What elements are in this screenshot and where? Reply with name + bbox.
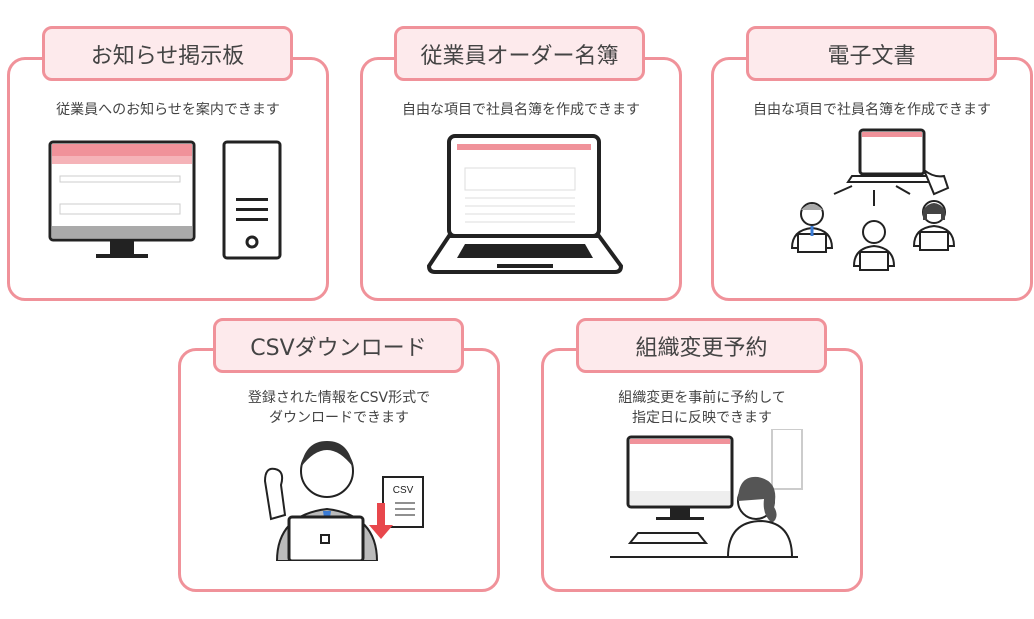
csv-badge: CSV	[393, 485, 414, 496]
monitor-and-server-icon	[48, 140, 282, 260]
feature-title-employee-roster: 従業員オーダー名簿	[394, 26, 645, 81]
laptop-icon	[426, 134, 624, 274]
feature-title-electronic-documents: 電子文書	[746, 26, 997, 81]
csv-download-icon: CSV	[263, 441, 424, 561]
feature-description-line: 登録された情報をCSV形式で	[247, 390, 431, 406]
feature-description: 自由な項目で社員名簿を作成できます	[402, 102, 640, 118]
document-sharing-icon	[790, 128, 956, 271]
feature-description: 組織変更を事前に予約して 指定日に反映できます	[544, 388, 860, 428]
feature-description: 自由な項目で社員名簿を作成できます	[753, 102, 991, 118]
feature-description-line: 組織変更を事前に予約して	[618, 390, 786, 406]
feature-description: 従業員へのお知らせを案内できます	[56, 102, 280, 118]
feature-title-org-change-reservation: 組織変更予約	[576, 318, 827, 373]
feature-description: 登録された情報をCSV形式で ダウンロードできます	[181, 388, 497, 428]
feature-description-line: 指定日に反映できます	[632, 410, 772, 426]
feature-card-employee-roster: 自由な項目で社員名簿を作成できます	[360, 57, 682, 301]
feature-description-line: ダウンロードできます	[269, 410, 409, 426]
feature-title-csv-download: CSVダウンロード	[213, 318, 464, 373]
feature-card-org-change-reservation: 組織変更を事前に予約して 指定日に反映できます	[541, 348, 863, 592]
feature-card-electronic-documents: 自由な項目で社員名簿を作成できます	[711, 57, 1033, 301]
feature-card-notice-board: 従業員へのお知らせを案内できます	[7, 57, 329, 301]
feature-title-notice-board: お知らせ掲示板	[42, 26, 293, 81]
feature-card-csv-download: 登録された情報をCSV形式で ダウンロードできます CSV	[178, 348, 500, 592]
desk-user-icon	[610, 429, 803, 558]
